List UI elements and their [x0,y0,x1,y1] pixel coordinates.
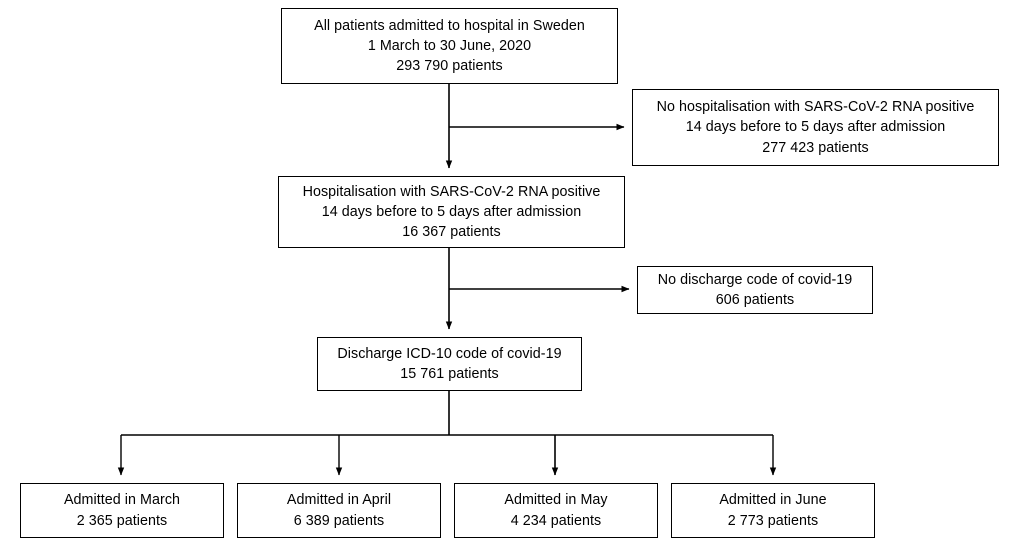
node-month-march: Admitted in March 2 365 patients [20,483,224,538]
node-all-patients: All patients admitted to hospital in Swe… [281,8,618,84]
node-hospitalisation-line-2: 14 days before to 5 days after admission [321,203,582,220]
node-month-march-label: Admitted in March [63,492,181,509]
node-no-discharge-code: No discharge code of covid-19 606 patien… [637,266,873,314]
node-no-hospitalisation-line-1: No hospitalisation with SARS-CoV-2 RNA p… [656,99,975,116]
node-discharge-code-count: 15 761 patients [400,366,499,382]
node-month-june: Admitted in June 2 773 patients [671,483,875,538]
connector-month-split-bus [121,391,773,436]
node-all-patients-count: 293 790 patients [396,58,503,75]
node-no-hospitalisation-count: 277 423 patients [762,139,869,156]
node-month-april-count: 6 389 patients [293,512,385,529]
node-month-june-label: Admitted in June [719,492,827,509]
node-month-april: Admitted in April 6 389 patients [237,483,441,538]
node-no-hospitalisation-line-2: 14 days before to 5 days after admission [685,119,946,136]
node-month-june-count: 2 773 patients [727,512,819,529]
node-hospitalisation: Hospitalisation with SARS-CoV-2 RNA posi… [278,176,625,248]
node-hospitalisation-line-1: Hospitalisation with SARS-CoV-2 RNA posi… [302,183,601,200]
node-no-hospitalisation: No hospitalisation with SARS-CoV-2 RNA p… [632,89,999,166]
node-month-april-label: Admitted in April [286,492,392,509]
node-no-discharge-code-line-1: No discharge code of covid-19 [657,271,853,288]
node-all-patients-line-2: 1 March to 30 June, 2020 [367,37,532,54]
node-month-may-label: Admitted in May [504,492,608,509]
node-no-discharge-code-count: 606 patients [715,292,795,308]
node-month-march-count: 2 365 patients [76,512,168,529]
node-discharge-code-line-1: Discharge ICD-10 code of covid-19 [337,345,562,362]
node-hospitalisation-count: 16 367 patients [402,224,501,241]
node-discharge-code: Discharge ICD-10 code of covid-19 15 761… [317,337,582,391]
node-all-patients-line-1: All patients admitted to hospital in Swe… [314,17,585,34]
node-month-may-count: 4 234 patients [510,512,602,529]
node-month-may: Admitted in May 4 234 patients [454,483,658,538]
